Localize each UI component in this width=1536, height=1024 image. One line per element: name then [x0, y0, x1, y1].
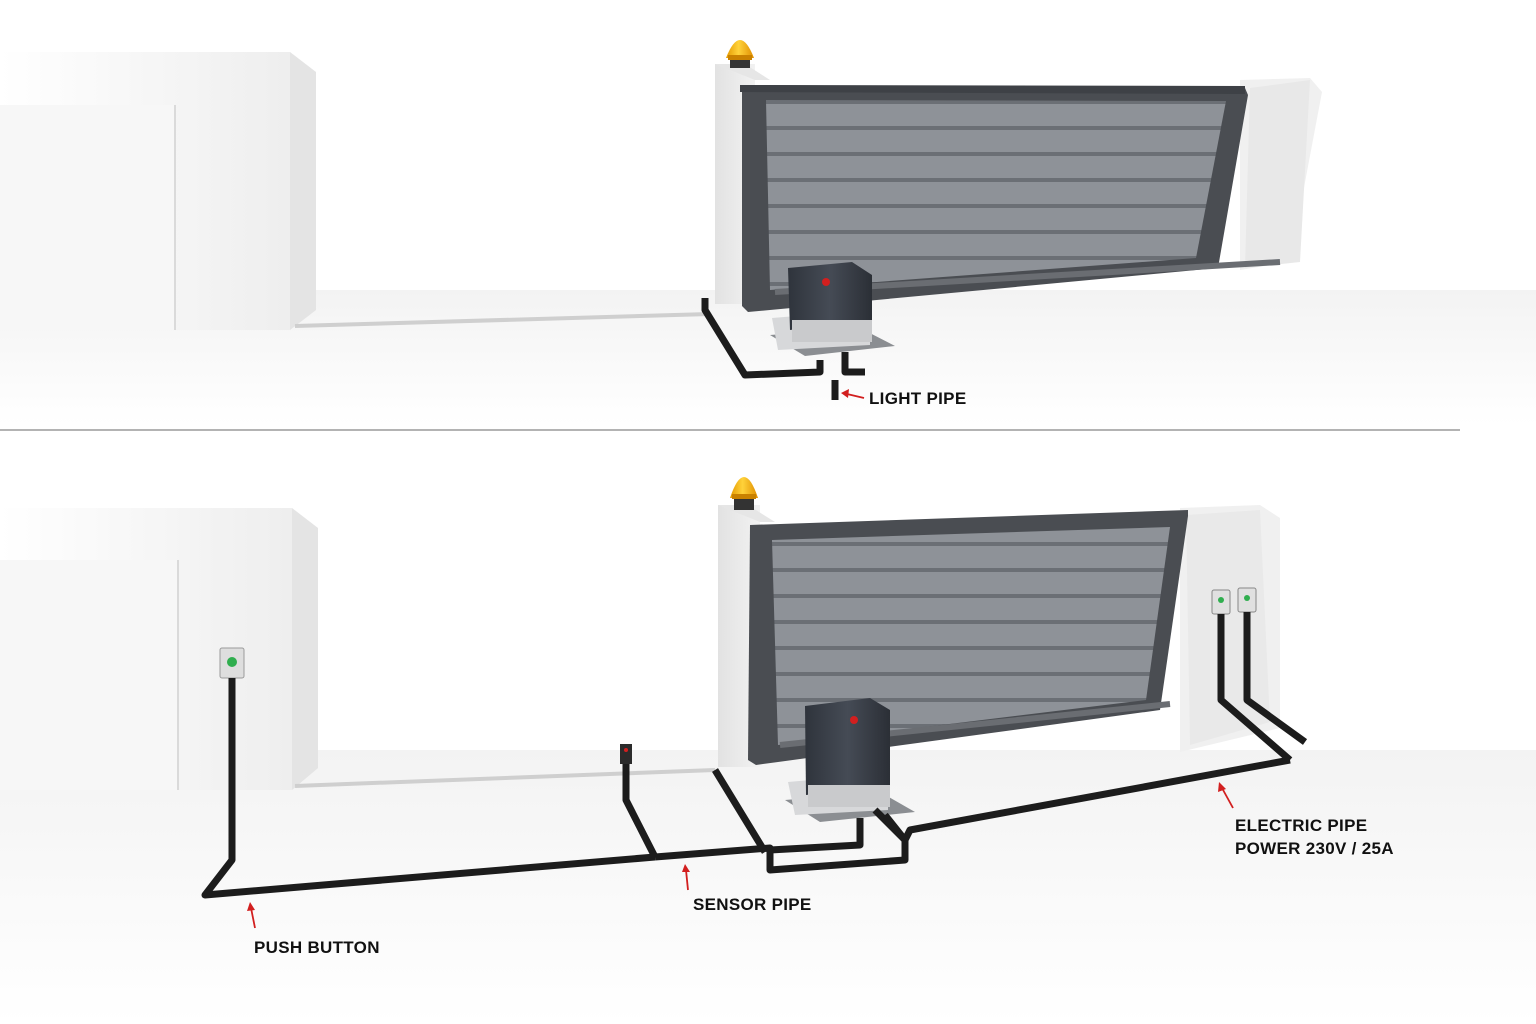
push-button-label: PUSH BUTTON	[254, 938, 380, 957]
arrow-electric-pipe	[1218, 782, 1234, 809]
gate-motor	[785, 698, 915, 822]
bottom-scene	[0, 477, 1536, 1024]
warning-light	[726, 40, 754, 68]
top-scene	[0, 40, 1536, 425]
electric-pipe-label: ELECTRIC PIPE	[1235, 816, 1368, 835]
light-pipe-label: LIGHT PIPE	[869, 389, 967, 408]
push-button-box	[219, 647, 245, 679]
label-arrows	[247, 389, 1234, 929]
light-pipe-run	[701, 298, 865, 400]
electric-power-label: POWER 230V / 25A	[1235, 839, 1394, 858]
floor	[0, 750, 1536, 1024]
arrow-push-button	[247, 902, 256, 929]
arrow-light-pipe	[841, 389, 865, 399]
warning-light	[730, 477, 758, 510]
sliding-gate	[740, 85, 1248, 312]
ground-rail	[294, 768, 716, 788]
photocell-sensor	[620, 744, 632, 764]
gate-motor	[770, 262, 895, 356]
left-wall	[0, 52, 316, 330]
electric-sockets	[1211, 587, 1257, 615]
ground-rail	[294, 312, 711, 328]
right-wall	[1240, 78, 1322, 270]
sensor-pipe-label: SENSOR PIPE	[693, 895, 812, 914]
arrow-sensor-pipe	[682, 864, 690, 891]
left-wall	[0, 508, 318, 790]
pipe-network	[201, 612, 1308, 899]
